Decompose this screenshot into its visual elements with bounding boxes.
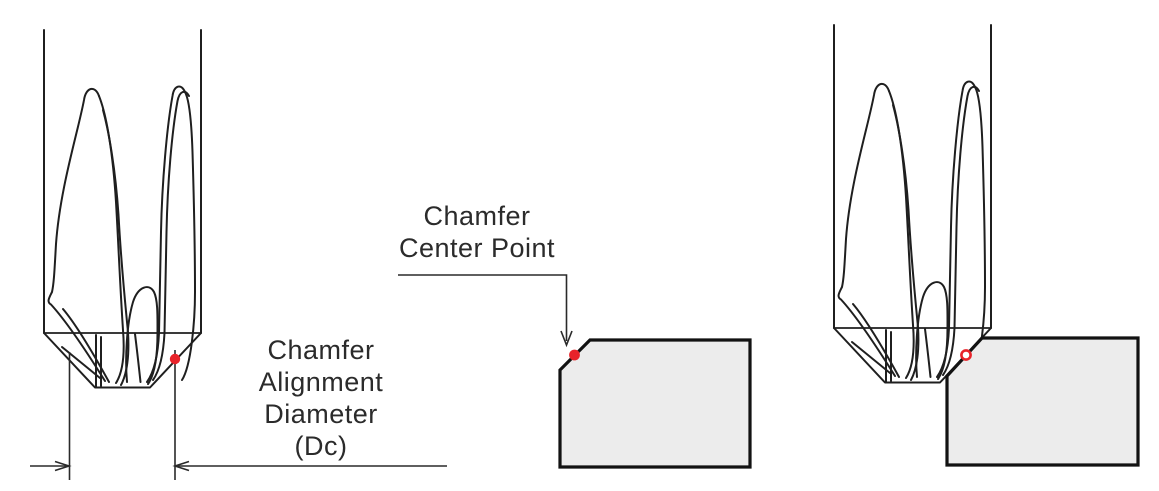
leader-line — [398, 274, 573, 348]
left-tool-figure — [30, 29, 447, 480]
dc-extension-lines — [68, 350, 176, 480]
contact-point-marker — [960, 349, 972, 361]
chamfer-alignment-diameter-label: Chamfer Alignment Diameter (Dc) — [258, 335, 384, 461]
middle-workpiece-figure — [398, 274, 752, 469]
workpiece-in-cut — [945, 336, 1140, 467]
right-tool-on-workpiece-figure — [833, 24, 1140, 467]
chamfer-mill-drawing-right — [833, 24, 992, 384]
dc-dimension-line — [30, 460, 447, 472]
chamfer-center-point-marker — [569, 349, 580, 361]
arrow-left-icon — [172, 460, 190, 472]
chamfer-mill-drawing-left — [43, 29, 202, 389]
arrow-right-icon — [54, 460, 72, 472]
chamfer-center-point-label: Chamfer Center Point — [398, 201, 556, 263]
chamfer-point-marker-left — [169, 353, 181, 365]
arrow-down-icon — [560, 330, 573, 348]
workpiece-chamfered — [558, 338, 752, 469]
